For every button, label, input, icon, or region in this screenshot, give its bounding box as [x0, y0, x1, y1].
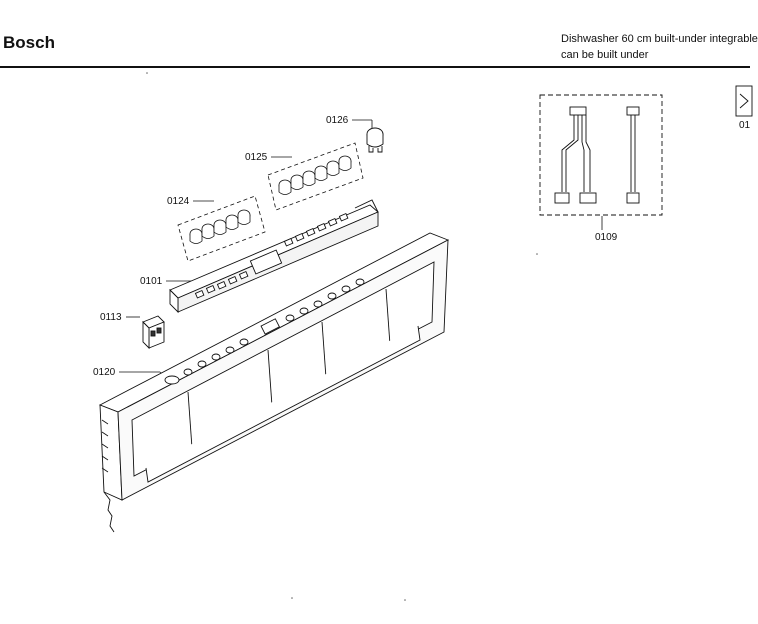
callout-0101: 0101	[140, 276, 163, 287]
callout-0109: 0109	[595, 232, 618, 243]
callout-0126: 0126	[326, 115, 349, 126]
part-0101-control-module	[169, 199, 379, 314]
partial-part-edge	[735, 85, 753, 117]
callout-01-partial: 01	[739, 120, 751, 131]
callout-0120: 0120	[93, 367, 116, 378]
part-0109-wiring-harness	[539, 94, 663, 216]
part-0113-switch	[142, 315, 165, 350]
callout-0113: 0113	[100, 312, 122, 323]
callout-0125: 0125	[245, 152, 268, 163]
part-0126-knob	[366, 127, 384, 153]
model-subdescription: can be built under	[561, 49, 649, 61]
part-0120-panel-housing	[98, 232, 450, 533]
header-divider	[0, 66, 750, 68]
model-description: Dishwasher 60 cm built-under integrable	[561, 33, 758, 45]
scan-specks	[146, 72, 538, 601]
part-0124-knob-group	[177, 195, 266, 262]
brand-name: Bosch	[3, 33, 55, 52]
part-0125-knob-group	[267, 142, 364, 211]
callout-0124: 0124	[167, 196, 190, 207]
